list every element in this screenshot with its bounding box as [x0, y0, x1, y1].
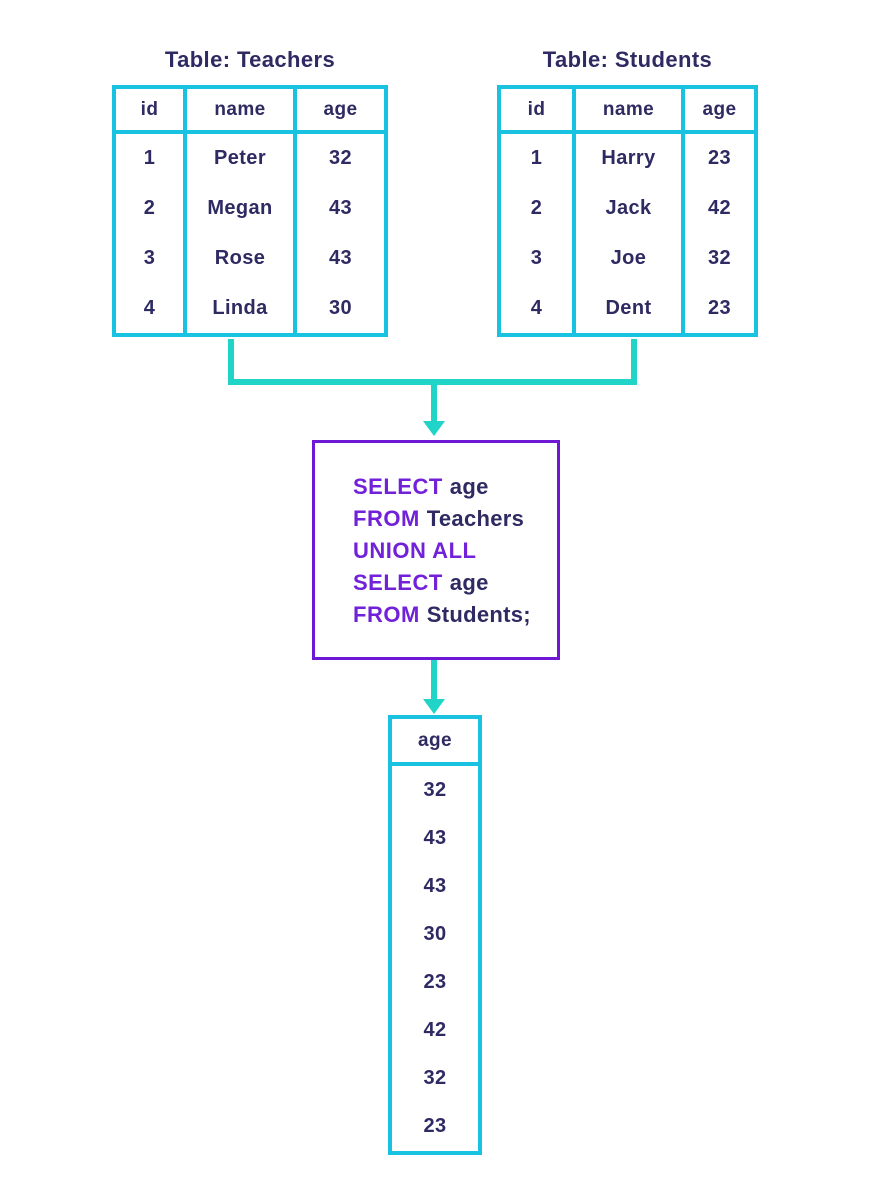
sql-keyword: SELECT: [353, 473, 443, 499]
result-cell-age: 32: [423, 1067, 447, 1090]
students-cell-name: Joe: [576, 233, 685, 284]
students-cell-age: 23: [707, 147, 732, 170]
students-cell-age: 23: [707, 296, 732, 319]
result-cell-age: 23: [423, 1115, 447, 1138]
result-cell-age: 23: [423, 971, 447, 994]
students-cell-id: 3: [501, 233, 576, 284]
teachers-column-header-age: age: [297, 89, 384, 134]
arrow-to-result-stem: [431, 660, 437, 700]
teachers-table: id name age 1 Peter 32 2 Megan 43 3 Rose…: [112, 85, 388, 337]
result-column-header-age: age: [392, 719, 478, 766]
teachers-cell-age: 32: [328, 147, 353, 170]
sql-keyword: FROM: [353, 505, 420, 531]
teachers-connector-line: [228, 339, 234, 382]
students-table-title: Table: Students: [542, 47, 713, 72]
teachers-cell-id: 1: [116, 134, 187, 184]
sql-keyword: FROM: [353, 601, 420, 627]
students-cell-id: 1: [501, 134, 576, 184]
result-cell-age: 42: [423, 1019, 447, 1042]
arrow-down-icon: [423, 421, 445, 436]
merge-connector-line: [228, 379, 637, 385]
teachers-cell-id: 3: [116, 233, 187, 284]
result-table: age 32 43 43 30 23 42 32 23: [388, 715, 482, 1155]
teachers-cell-age: 30: [328, 296, 353, 319]
students-column-header-age: age: [685, 89, 754, 134]
teachers-cell-name: Linda: [187, 283, 297, 333]
students-table: id name age 1 Harry 23 2 Jack 42 3 Joe 3…: [497, 85, 758, 337]
students-column-header-name: name: [576, 89, 685, 134]
students-cell-name: Harry: [576, 134, 685, 184]
result-cell-age: 43: [423, 874, 447, 897]
students-column-header-id: id: [501, 89, 576, 134]
students-cell-id: 4: [501, 283, 576, 333]
students-cell-name: Dent: [576, 283, 685, 333]
sql-keyword: SELECT: [353, 569, 443, 595]
arrow-to-query-stem: [431, 385, 437, 422]
sql-text: Teachers: [426, 505, 525, 531]
result-cell-age: 30: [423, 922, 447, 945]
teachers-cell-name: Megan: [187, 183, 297, 234]
teachers-column-header-name: name: [187, 89, 297, 134]
teachers-cell-age: 43: [328, 246, 353, 269]
sql-text: age: [449, 473, 489, 499]
teachers-cell-age: 43: [328, 197, 353, 220]
arrow-down-icon: [423, 699, 445, 714]
sql-keyword: UNION ALL: [353, 537, 477, 563]
result-cell-age: 32: [423, 778, 447, 801]
students-cell-name: Jack: [576, 183, 685, 234]
teachers-cell-name: Rose: [187, 233, 297, 284]
teachers-column-header-id: id: [116, 89, 187, 134]
teachers-table-title: Table: Teachers: [164, 47, 336, 72]
sql-text: Students;: [426, 601, 531, 627]
students-connector-line: [631, 339, 637, 382]
result-cell-age: 43: [423, 826, 447, 849]
students-cell-age: 42: [707, 197, 732, 220]
sql-line: UNION ALL: [353, 539, 557, 562]
teachers-cell-id: 2: [116, 183, 187, 234]
students-cell-age: 32: [707, 246, 732, 269]
students-cell-id: 2: [501, 183, 576, 234]
sql-text: age: [449, 569, 489, 595]
teachers-cell-name: Peter: [187, 134, 297, 184]
teachers-cell-id: 4: [116, 283, 187, 333]
